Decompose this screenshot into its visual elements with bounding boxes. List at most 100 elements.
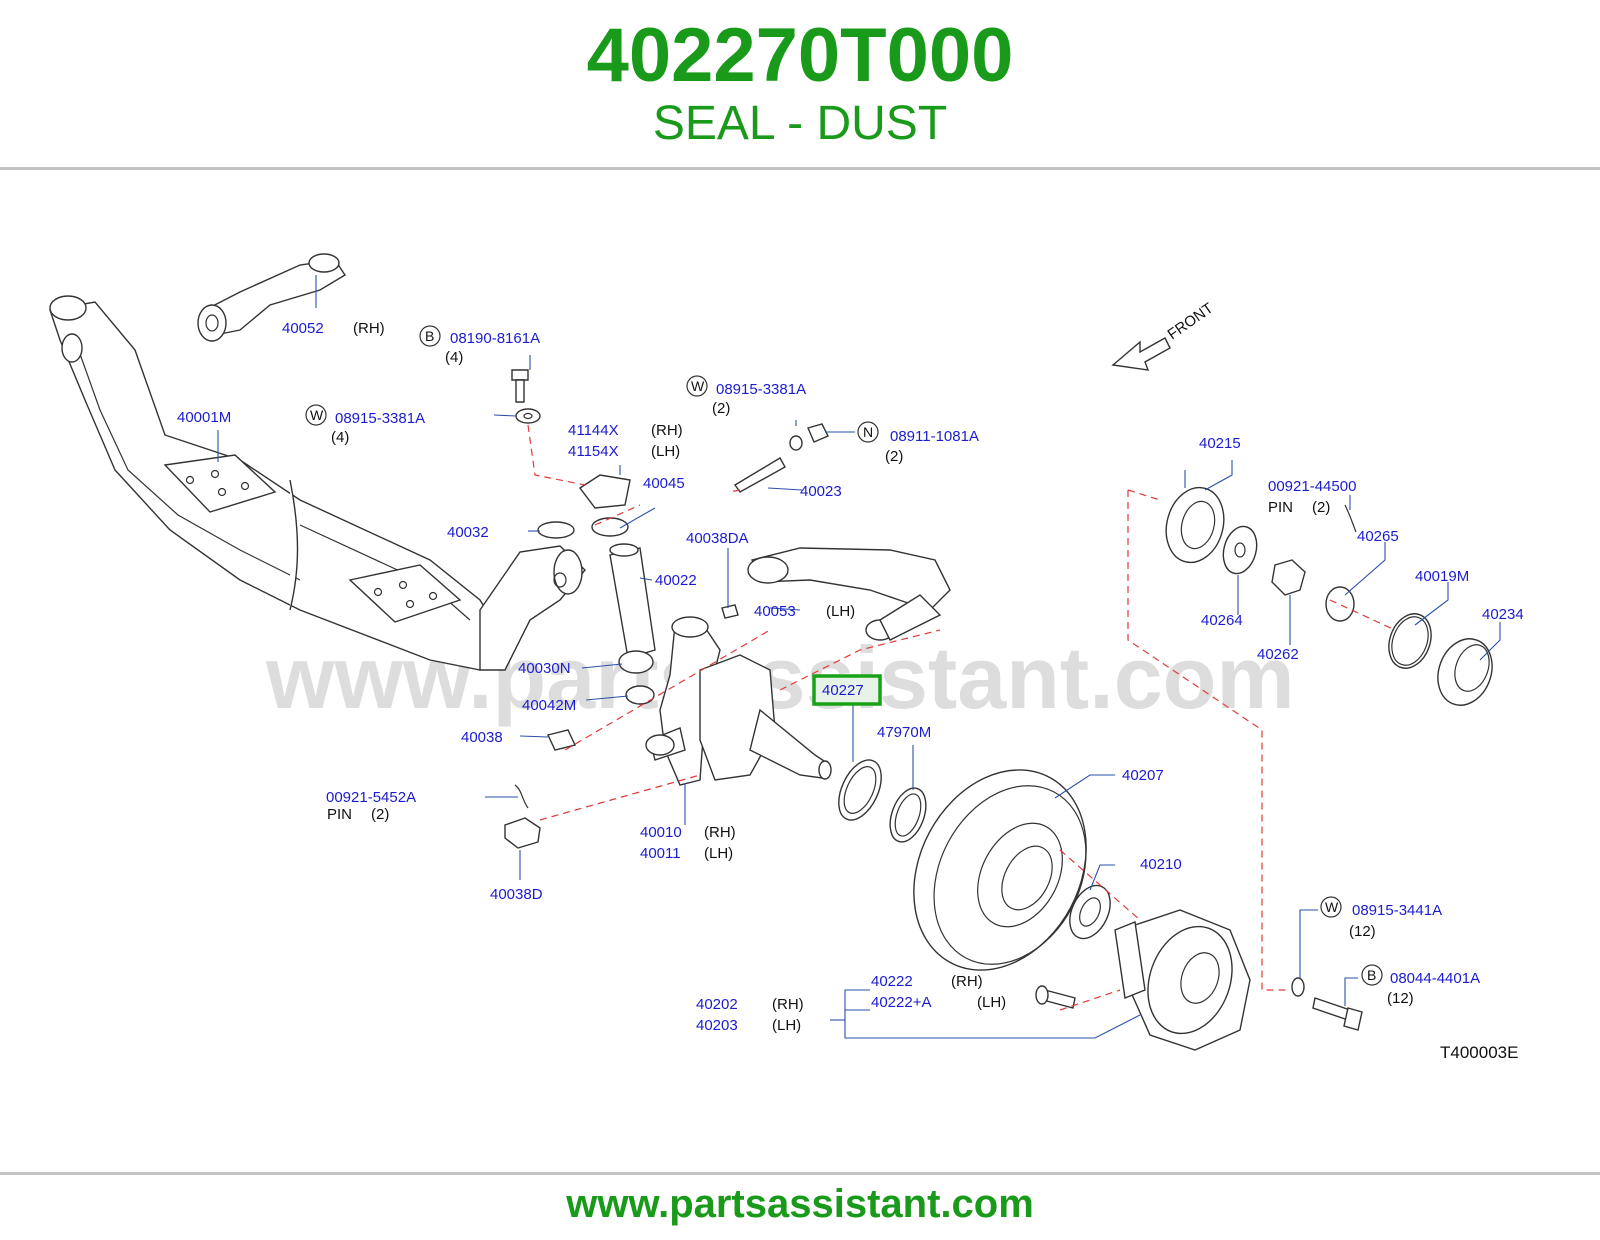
nut-08911-part — [807, 423, 829, 443]
cotter-40023-part — [733, 457, 786, 493]
footer-website-link[interactable]: www.partsassistant.com — [566, 1182, 1034, 1226]
part-name-subtitle: SEAL - DUST — [652, 97, 948, 150]
page-header: 402270T000 SEAL - DUST — [0, 0, 1600, 168]
o-ring-40019M-part — [1388, 613, 1432, 669]
grease-cap-40234-part — [1437, 638, 1493, 706]
dust-seal-40227-part — [838, 759, 882, 821]
callout-00921b-pin: PIN — [1268, 499, 1293, 516]
disc-rotor-part — [913, 769, 1087, 971]
callout-40215[interactable]: 40215 — [1199, 435, 1241, 452]
callout-40001M[interactable]: 40001M — [177, 409, 231, 426]
callout-00921-44500[interactable]: 00921-44500 — [1268, 478, 1356, 495]
highlighted-part-box — [812, 674, 882, 706]
callout-40227-highlighted[interactable]: 40227 — [822, 682, 864, 699]
bolt-08044-head — [1343, 1007, 1363, 1031]
callout-40010[interactable]: 40010 — [640, 824, 682, 841]
callout-08044-4401A[interactable]: 08044-4401A — [1390, 970, 1480, 987]
callout-00921b-qty: (2) — [1312, 499, 1330, 516]
wheel-hub-part — [1114, 909, 1251, 1051]
callout-08190-8161A[interactable]: 08190-8161A — [450, 330, 540, 347]
svg-text:B: B — [1367, 967, 1376, 983]
callout-40202[interactable]: 40202 — [696, 996, 738, 1013]
badge-b-08044: B — [1361, 964, 1383, 986]
callout-40011-side: (LH) — [704, 845, 733, 862]
king-pin-part — [609, 543, 656, 659]
callout-40038[interactable]: 40038 — [461, 729, 503, 746]
tie-rod-arm-part — [197, 253, 346, 342]
washer-40264-part — [1222, 525, 1258, 575]
bushing-40042M-part — [625, 685, 655, 705]
callout-00921a-qty: (2) — [371, 806, 389, 823]
callout-40264[interactable]: 40264 — [1201, 612, 1243, 629]
callout-40022[interactable]: 40022 — [655, 572, 697, 589]
callout-08915-3381A-a[interactable]: 08915-3381A — [335, 410, 425, 427]
o-ring-40019M-inner — [1391, 616, 1429, 666]
callout-40053[interactable]: 40053 — [754, 603, 796, 620]
callout-47970M[interactable]: 47970M — [877, 724, 931, 741]
callout-41144X[interactable]: 41144X — [568, 422, 619, 439]
front-direction-arrow: FRONT — [1111, 300, 1217, 371]
washer-08915b-part — [789, 435, 803, 451]
svg-text:N: N — [863, 424, 873, 440]
callout-labels: 40052 (RH) 08190-8161A (4) 40001M 08915-… — [177, 320, 1524, 1034]
callout-08915-3381A-b[interactable]: 08915-3381A — [716, 381, 806, 398]
sensor-ring-47970M-inner — [894, 793, 922, 837]
callout-40032[interactable]: 40032 — [447, 524, 489, 541]
callout-40222[interactable]: 40222 — [871, 973, 913, 990]
knuckle-arm-part — [747, 547, 951, 641]
nut-40262-part — [1271, 559, 1306, 596]
callout-40011[interactable]: 40011 — [640, 845, 681, 862]
pin-00921a-part — [514, 784, 529, 809]
callout-40023[interactable]: 40023 — [800, 483, 842, 500]
dust-seal-40227-inner — [843, 766, 877, 814]
callout-08911-1081A[interactable]: 08911-1081A — [890, 428, 979, 445]
nut-40038D-part — [504, 817, 541, 849]
callout-40265[interactable]: 40265 — [1357, 528, 1399, 545]
callout-08915-3441A[interactable]: 08915-3441A — [1352, 902, 1442, 919]
steering-knuckle-part — [645, 616, 832, 786]
header-divider — [0, 167, 1600, 170]
callout-40202-side: (RH) — [772, 996, 804, 1013]
axle-beam-part — [49, 295, 586, 671]
sensor-ring-47970M-part — [889, 787, 927, 843]
callout-00921-5452A[interactable]: 00921-5452A — [326, 789, 416, 806]
lock-plate-part — [578, 474, 631, 509]
exploded-parts-diagram: www.partsassistant.com — [49, 253, 1524, 1062]
callout-08044-qty: (12) — [1387, 990, 1414, 1007]
badge-n-08911: N — [857, 421, 879, 443]
callout-40222A[interactable]: 40222+A — [871, 994, 931, 1011]
callout-40042M[interactable]: 40042M — [522, 697, 576, 714]
shim-40032-part — [537, 521, 575, 539]
pin-00921b-part — [1344, 504, 1357, 533]
callout-40222-side: (RH) — [951, 973, 983, 990]
callout-40207[interactable]: 40207 — [1122, 767, 1164, 784]
callout-40019M[interactable]: 40019M — [1415, 568, 1469, 585]
assembly-dashed-lines — [527, 424, 1396, 1011]
callout-40234[interactable]: 40234 — [1482, 606, 1524, 623]
callout-40210[interactable]: 40210 — [1140, 856, 1182, 873]
callout-40052[interactable]: 40052 — [282, 320, 324, 337]
callout-40052-side: (RH) — [353, 320, 385, 337]
callout-08911-qty: (2) — [885, 448, 903, 465]
footer-divider — [0, 1172, 1600, 1175]
callout-00921a-pin: PIN — [327, 806, 352, 823]
badge-b-08190: B — [419, 325, 441, 347]
bushing-40030N-part — [618, 650, 654, 674]
callout-40222A-side: (LH) — [977, 994, 1006, 1011]
callout-40045[interactable]: 40045 — [643, 475, 685, 492]
svg-text:W: W — [1325, 899, 1339, 915]
badge-w-08915c: W — [1320, 896, 1342, 918]
callout-40262[interactable]: 40262 — [1257, 646, 1299, 663]
callout-40203[interactable]: 40203 — [696, 1017, 738, 1034]
bolt-40038-part — [547, 729, 576, 751]
callout-40038DA[interactable]: 40038DA — [686, 530, 749, 547]
callout-41144X-side: (RH) — [651, 422, 683, 439]
callout-40038D[interactable]: 40038D — [490, 886, 543, 903]
bolt-08190-part — [511, 369, 529, 403]
callout-41154X[interactable]: 41154X — [568, 443, 619, 460]
svg-text:W: W — [691, 378, 705, 394]
callout-40030N[interactable]: 40030N — [518, 660, 571, 677]
part-number-title: 402270T000 — [586, 13, 1014, 98]
washer-08915c-part — [1291, 977, 1305, 997]
svg-text:W: W — [310, 407, 324, 423]
